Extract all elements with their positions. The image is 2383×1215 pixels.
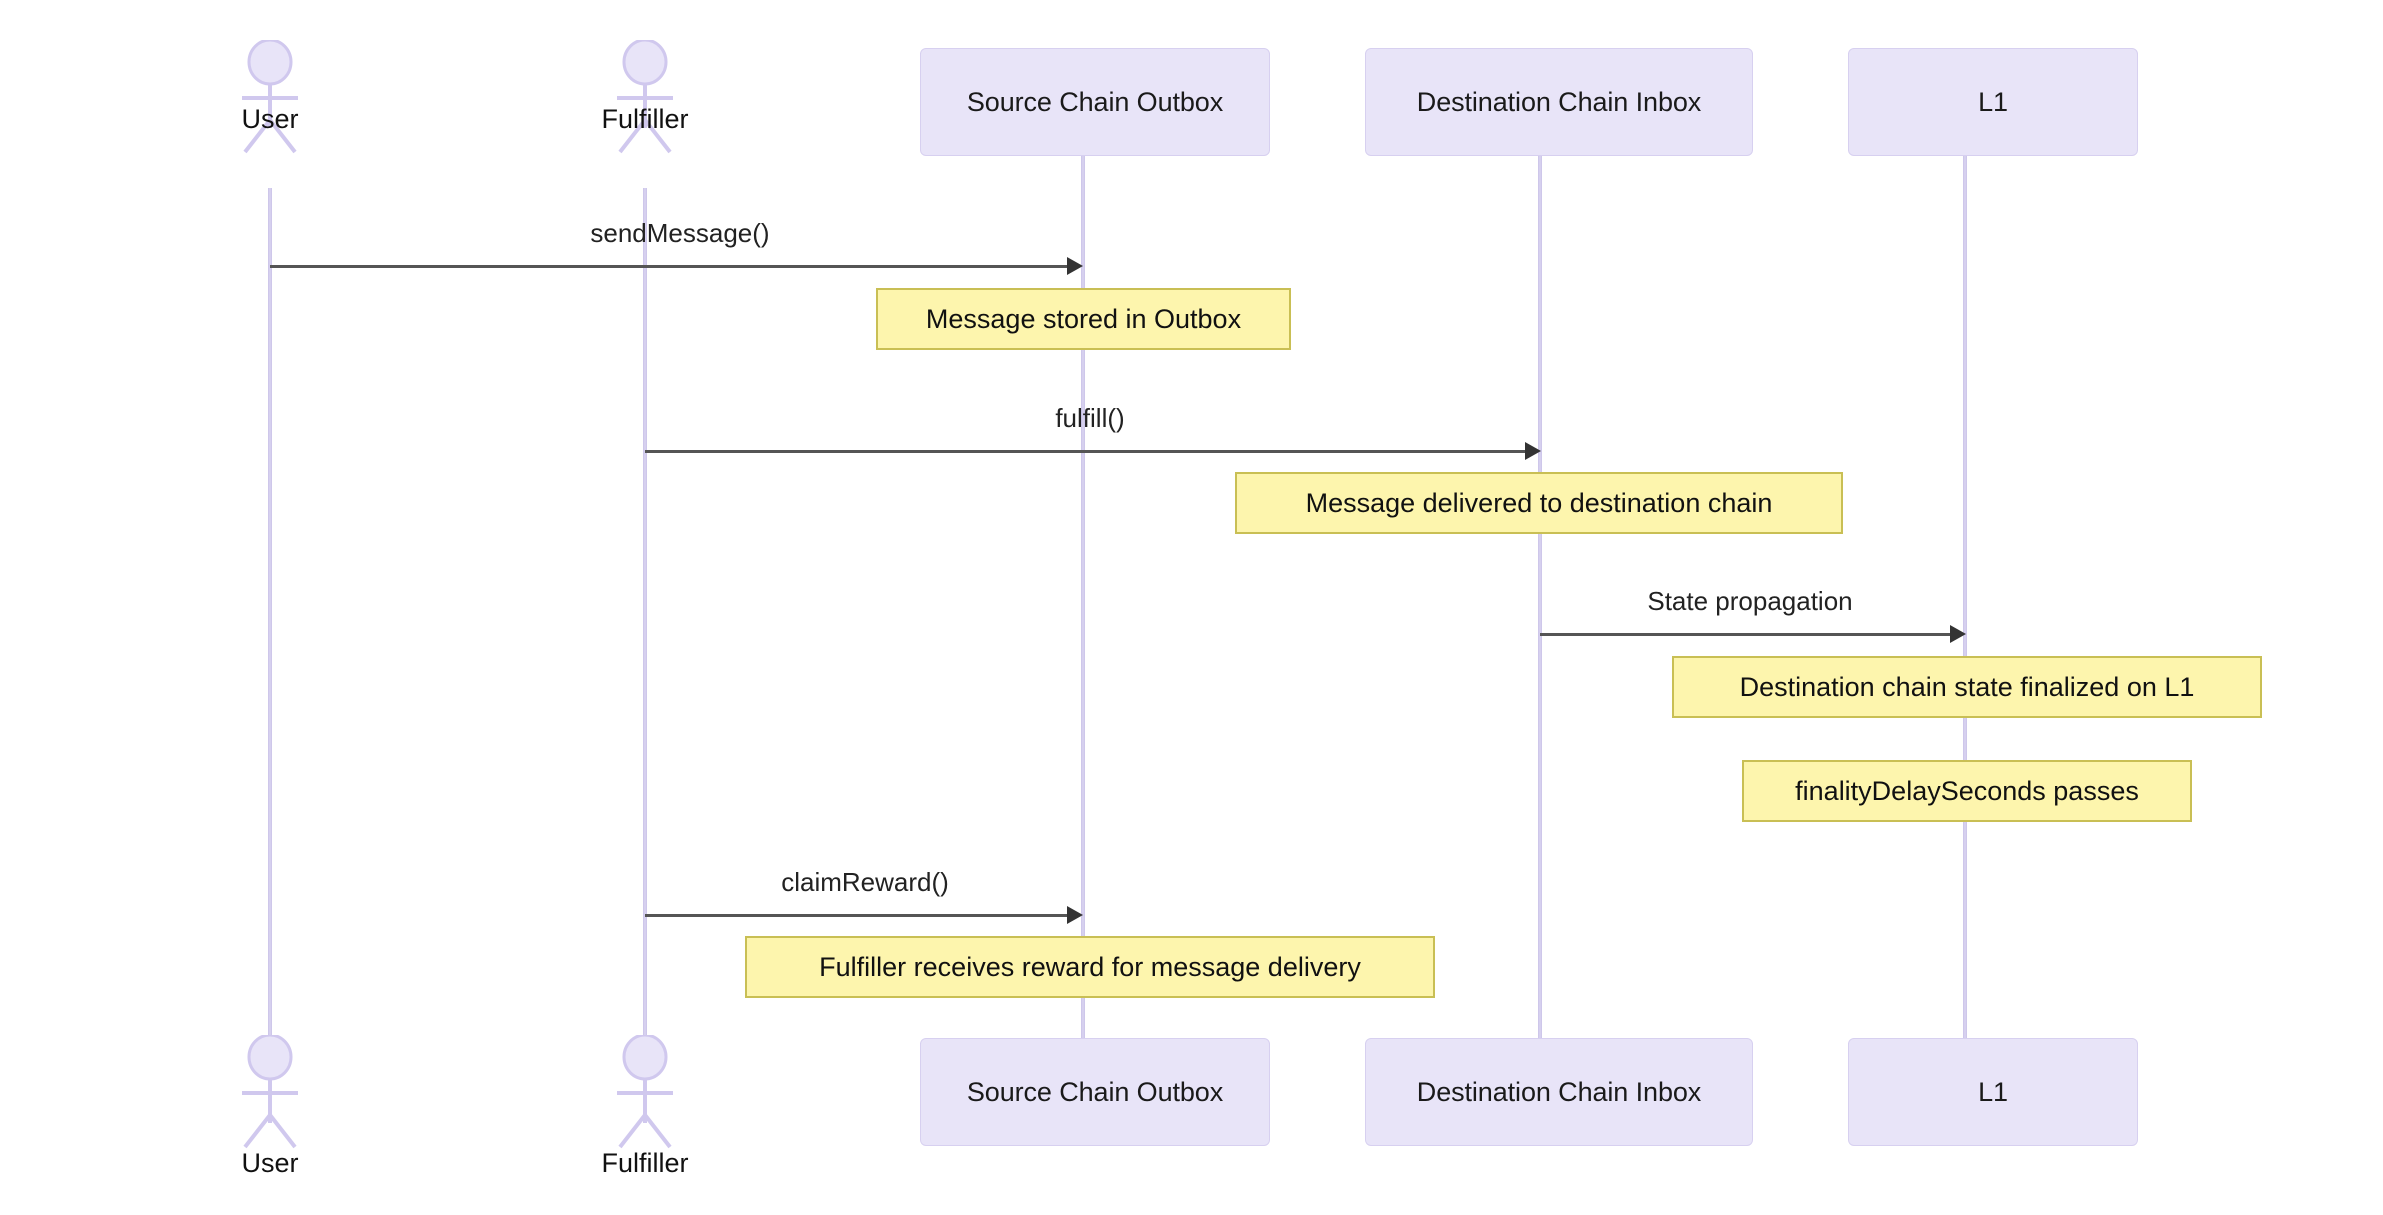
participant-label: Destination Chain Inbox: [1416, 1076, 1702, 1107]
actor-label-fulfiller-bottom: Fulfiller: [601, 1148, 689, 1178]
lifeline-user: [268, 188, 272, 1038]
message-line-state-propagation: [1540, 633, 1950, 636]
message-label-state-propagation: State propagation: [1647, 586, 1853, 616]
lifeline-fulfiller: [643, 188, 647, 1038]
actor-fulfiller-bottom[interactable]: [605, 1035, 685, 1153]
actor-figure-icon: [617, 1035, 673, 1149]
message-arrowhead-claimreward: [1067, 906, 1083, 924]
note-destination-chain-state-finalized-on-l1: Destination chain state finalized on L1: [1672, 656, 2262, 718]
note-message-delivered-to-destination-chain: Message delivered to destination chain: [1235, 472, 1843, 534]
message-line-sendmessage: [270, 265, 1067, 268]
participant-box-l1-bottom[interactable]: L1: [1848, 1038, 2138, 1146]
message-label-fulfill: fulfill(): [1055, 403, 1125, 433]
actor-figure-icon: [242, 40, 298, 154]
participant-box-inbox-bottom[interactable]: Destination Chain Inbox: [1365, 1038, 1753, 1146]
note-text: Message delivered to destination chain: [1305, 487, 1773, 518]
actor-label-user-top: User: [241, 104, 299, 134]
note-message-stored-in-outbox: Message stored in Outbox: [876, 288, 1291, 350]
participant-label: Source Chain Outbox: [966, 86, 1224, 117]
actor-user-top[interactable]: [230, 40, 310, 158]
participant-box-l1-top[interactable]: L1: [1848, 48, 2138, 156]
actor-fulfiller-top[interactable]: [605, 40, 685, 158]
message-arrowhead-fulfill: [1525, 442, 1541, 460]
lifeline-outbox: [1081, 156, 1085, 1038]
note-fulfiller-receives-reward: Fulfiller receives reward for message de…: [745, 936, 1435, 998]
actor-label-user-bottom: User: [241, 1148, 299, 1178]
actor-figure-icon: [242, 1035, 298, 1149]
message-arrowhead-sendmessage: [1067, 257, 1083, 275]
note-text: Message stored in Outbox: [925, 303, 1242, 334]
actor-figure-icon: [617, 40, 673, 154]
note-text: Fulfiller receives reward for message de…: [819, 951, 1361, 982]
actor-label-fulfiller-top: Fulfiller: [601, 104, 689, 134]
participant-label: L1: [1978, 1076, 2008, 1107]
participant-box-outbox-top[interactable]: Source Chain Outbox: [920, 48, 1270, 156]
message-label-sendmessage: sendMessage(): [590, 218, 770, 248]
message-label-claimreward: claimReward(): [781, 867, 949, 897]
participant-box-outbox-bottom[interactable]: Source Chain Outbox: [920, 1038, 1270, 1146]
message-arrowhead-state-propagation: [1950, 625, 1966, 643]
participant-label: Source Chain Outbox: [966, 1076, 1224, 1107]
actor-user-bottom[interactable]: [230, 1035, 310, 1153]
message-line-fulfill: [645, 450, 1525, 453]
message-line-claimreward: [645, 914, 1067, 917]
participant-box-inbox-top[interactable]: Destination Chain Inbox: [1365, 48, 1753, 156]
lifeline-inbox: [1538, 156, 1542, 1038]
note-text: Destination chain state finalized on L1: [1739, 671, 2195, 702]
note-text: finalityDelaySeconds passes: [1795, 775, 2139, 806]
note-finality-delay-seconds-passes: finalityDelaySeconds passes: [1742, 760, 2192, 822]
participant-label: Destination Chain Inbox: [1416, 86, 1702, 117]
participant-label: L1: [1978, 86, 2008, 117]
lifeline-l1: [1963, 156, 1967, 1038]
